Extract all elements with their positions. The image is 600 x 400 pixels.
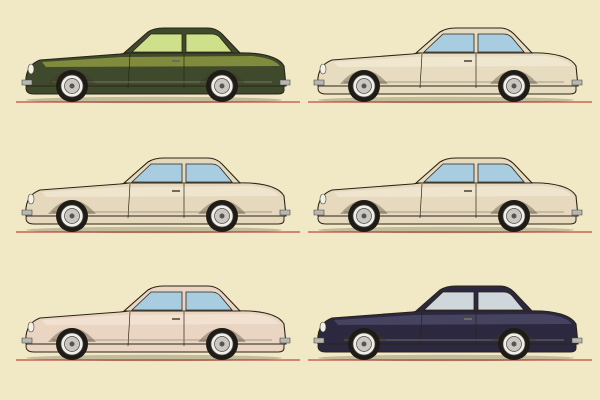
car-rear-window: [477, 33, 525, 53]
car-body-highlight: [42, 186, 280, 197]
car-6: [308, 285, 592, 362]
car-4: [308, 157, 592, 234]
car-hub-center: [219, 83, 225, 89]
car-3: [16, 157, 300, 234]
car-front-bumper: [21, 209, 33, 216]
car-headlight: [319, 63, 327, 75]
car-headlight: [27, 63, 35, 75]
car-hub-center: [69, 213, 75, 219]
car-door-handle: [172, 60, 180, 62]
car-body-highlight: [42, 314, 280, 325]
car-rear-window: [185, 291, 233, 311]
car-headlight: [319, 193, 327, 205]
car-rear-bumper: [279, 209, 291, 216]
car-door-handle: [464, 60, 472, 62]
car-rear-bumper: [571, 79, 583, 86]
car-1: [16, 27, 300, 104]
car-rear-window: [477, 163, 525, 183]
car-hub-center: [361, 213, 367, 219]
car-hub-center: [69, 83, 75, 89]
car-rear-window: [477, 291, 525, 311]
car-body-highlight: [334, 56, 572, 67]
car-rear-bumper: [279, 337, 291, 344]
car-door-handle: [172, 190, 180, 192]
car-front-bumper: [21, 79, 33, 86]
car-front-bumper: [313, 337, 325, 344]
car-body-highlight: [334, 186, 572, 197]
car-headlight: [27, 193, 35, 205]
car-front-window: [130, 163, 183, 183]
car-hub-center: [219, 341, 225, 347]
car-body-highlight: [42, 56, 280, 67]
car-hub-center: [511, 213, 517, 219]
car-rear-bumper: [571, 337, 583, 344]
car-hub-center: [69, 341, 75, 347]
car-hub-center: [361, 341, 367, 347]
car-2: [308, 27, 592, 104]
car-rear-window: [185, 33, 233, 53]
car-hub-center: [511, 341, 517, 347]
car-5: [16, 285, 300, 362]
car-door-handle: [172, 318, 180, 320]
car-headlight: [319, 321, 327, 333]
car-hub-center: [511, 83, 517, 89]
car-front-window: [130, 291, 183, 311]
car-hub-center: [361, 83, 367, 89]
car-front-bumper: [21, 337, 33, 344]
car-front-bumper: [313, 79, 325, 86]
car-door-handle: [464, 190, 472, 192]
car-front-window: [422, 33, 475, 53]
car-front-bumper: [313, 209, 325, 216]
car-rear-bumper: [571, 209, 583, 216]
car-body-highlight: [334, 314, 572, 325]
car-front-window: [422, 291, 475, 311]
car-headlight: [27, 321, 35, 333]
car-front-window: [130, 33, 183, 53]
car-rear-bumper: [279, 79, 291, 86]
car-hub-center: [219, 213, 225, 219]
car-rear-window: [185, 163, 233, 183]
car-front-window: [422, 163, 475, 183]
car-door-handle: [464, 318, 472, 320]
